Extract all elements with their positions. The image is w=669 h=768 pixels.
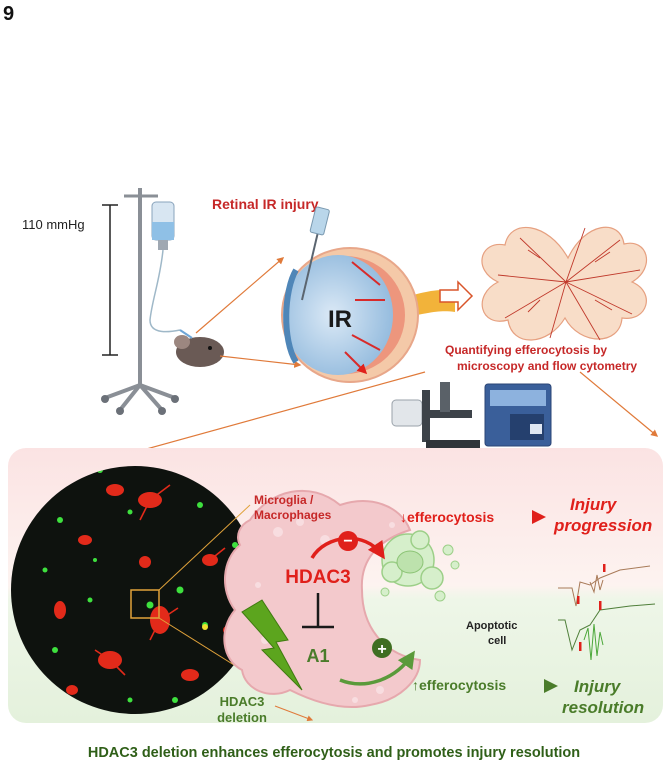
eye-label: IR [328,306,352,333]
plus-badge [372,638,392,658]
arrow-deletion [274,705,314,722]
flow-cytometer-illustration [484,383,552,447]
lightning-bolt-icon [241,599,303,691]
apoptotic-line2: cell [488,635,506,647]
micrograph-zoom-box [130,589,160,619]
microglia-line2: Macrophages [254,508,332,522]
deletion-line1: HDAC3 [220,694,265,709]
pressure-scale-bar [102,204,118,356]
injury-resolution-line2: resolution [562,698,644,717]
eye-illustration [281,206,455,383]
injury-progression-line2: progression [553,516,652,535]
zoom-line-top [158,504,251,591]
apoptotic-cell-illustration [373,530,460,602]
a1-label: A1 [306,646,329,666]
injury-resolution-line1: Injury [574,677,622,696]
plus-sign: + [377,641,386,658]
red-triangle-icon [532,510,546,524]
injury-title: Retinal IR injury [212,196,319,212]
iv-stand-illustration [101,188,224,415]
deletion-line2: deletion [217,710,267,725]
microscope-illustration [391,382,480,448]
erg-trace-resolution [558,601,656,661]
figure-number: 9 [3,3,14,25]
quantify-line1: Quantifying efferocytosis by [445,343,607,357]
retina-flatmount-illustration [481,226,648,341]
green-triangle-icon [544,679,558,693]
hdac3-label: HDAC3 [285,567,350,588]
pressure-label: 110 mmHg [22,217,85,232]
minus-sign: − [343,533,352,550]
injury-progression-line1: Injury [570,495,618,514]
apoptotic-line1: Apoptotic [466,620,517,632]
green-efferocytosis-arrow [339,650,415,686]
arrow-mouse-to-eye-top [195,257,285,334]
arrow-to-micrograph [101,371,426,463]
up-efferocytosis: ↑efferocytosis [412,677,506,693]
erg-trace-injury [558,564,651,607]
figure-caption: HDAC3 deletion enhances efferocytosis an… [88,745,580,761]
microglia-line1: Microglia / [254,493,314,507]
minus-badge [338,531,358,551]
hollow-arrow-icon [439,280,474,312]
quantify-line2: microscopy and flow cytometry [457,359,637,373]
down-efferocytosis: ↓efferocytosis [400,509,494,525]
arrow-mouse-to-eye-bottom [219,355,302,368]
arrow-to-graphs [579,371,659,437]
